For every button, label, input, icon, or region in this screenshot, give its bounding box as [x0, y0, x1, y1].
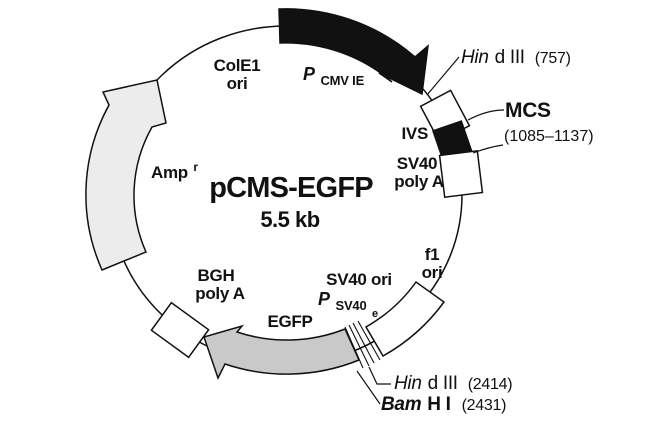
mcs-upper-leader-line [467, 109, 505, 121]
bgh-polya-box [150, 301, 210, 359]
hind3-757-label: Hin d III (757) [461, 47, 571, 68]
amp-resistance-label: Amp r [151, 160, 198, 182]
hind3-757-leader-line [426, 56, 460, 96]
hind3-2414-leader-line [368, 366, 391, 385]
mcs-range-label: (1085–1137) [504, 128, 594, 145]
bgh-polya-label-line2: poly A [195, 284, 245, 303]
sv40-polya-box [438, 150, 484, 198]
cmv-promoter-label: P CMV IE [303, 64, 365, 88]
bgh-polya-label: BGH [198, 266, 235, 285]
f1-ori-region-band [364, 280, 446, 358]
sv40-polya-label-line2: poly A [394, 172, 444, 191]
bamh1-leader-line [356, 370, 381, 405]
mcs-lower-leader-line [472, 144, 504, 154]
ivs-label: IVS [401, 124, 428, 143]
cole1-ori-label: ColE1 [214, 56, 261, 75]
egfp-gene-arrow [203, 324, 361, 380]
restriction-tick-marks [344, 320, 381, 369]
f1-ori-label: f1 [425, 245, 440, 264]
sv40-ori-label: SV40 ori [326, 270, 392, 289]
cmv-promoter-arrow [278, 8, 429, 96]
amp-gene-arrow [85, 79, 167, 271]
cole1-ori-label-line2: ori [227, 74, 248, 93]
f1-ori-label-line2: ori [422, 263, 443, 282]
plasmid-size: 5.5 kb [260, 207, 319, 232]
sv40-polya-label: SV40 [397, 154, 437, 173]
sv40-promoter-label: P SV40 e [318, 289, 378, 320]
bamh1-2431-label: Bam H I (2431) [381, 394, 506, 415]
mcs-label: MCS [505, 99, 551, 122]
plasmid-title: pCMS-EGFP [209, 172, 373, 204]
hind3-2414-label: Hin d III (2414) [394, 373, 512, 394]
egfp-label: EGFP [267, 312, 312, 331]
